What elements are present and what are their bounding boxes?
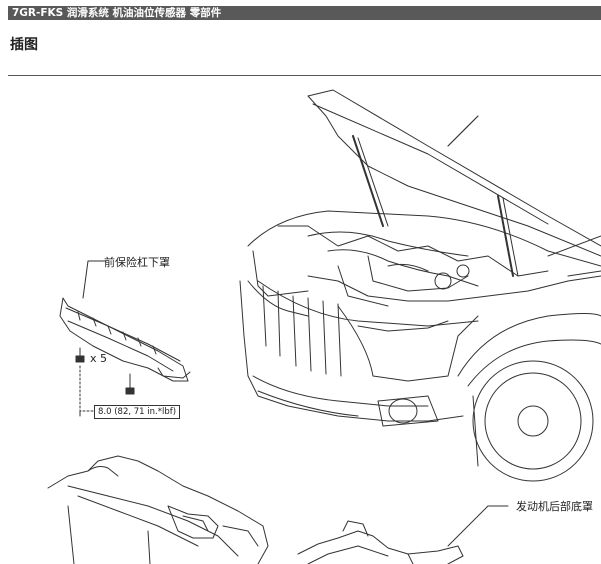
wheel-arch: [457, 313, 601, 377]
section-title: 插图: [10, 37, 38, 53]
vehicle-parts-drawing: [47, 89, 601, 564]
torque-spec-label: 8.0 (82, 71 in.*lbf): [94, 405, 181, 419]
engine-rear-under-cover-label: 发动机后部底罩: [516, 500, 593, 513]
document-header-bar: 7GR-FKS 润滑系统 机油油位传感器 零部件: [8, 6, 601, 20]
front-bumper-outline: [239, 280, 429, 422]
engine-bay-top: [247, 210, 601, 267]
hood-inner-edge: [307, 95, 601, 257]
front-bumper-lower-cover-part: [59, 297, 189, 382]
engine-rear-callout-leader: [447, 505, 509, 547]
bolt-icon: [75, 347, 85, 363]
front-bumper-callout-leader: [82, 260, 107, 299]
front-wheel: [472, 360, 594, 482]
engine-rear-under-cover-part: [297, 530, 464, 564]
headlight: [337, 305, 479, 382]
fog-light: [388, 398, 418, 424]
document-header-title: 7GR-FKS 润滑系统 机油油位传感器 零部件: [12, 7, 222, 19]
parts-illustration: 前保险杠下罩 x 5 8.0 (82, 71 in.*lbf) 发动机后部底罩: [8, 76, 601, 564]
front-bumper-lower-cover-label: 前保险杠下罩: [104, 256, 170, 269]
bolt-quantity-label: x 5: [90, 352, 108, 365]
hood-outline: [307, 89, 601, 247]
section-divider: [8, 75, 601, 76]
grille-bars: [262, 285, 342, 377]
